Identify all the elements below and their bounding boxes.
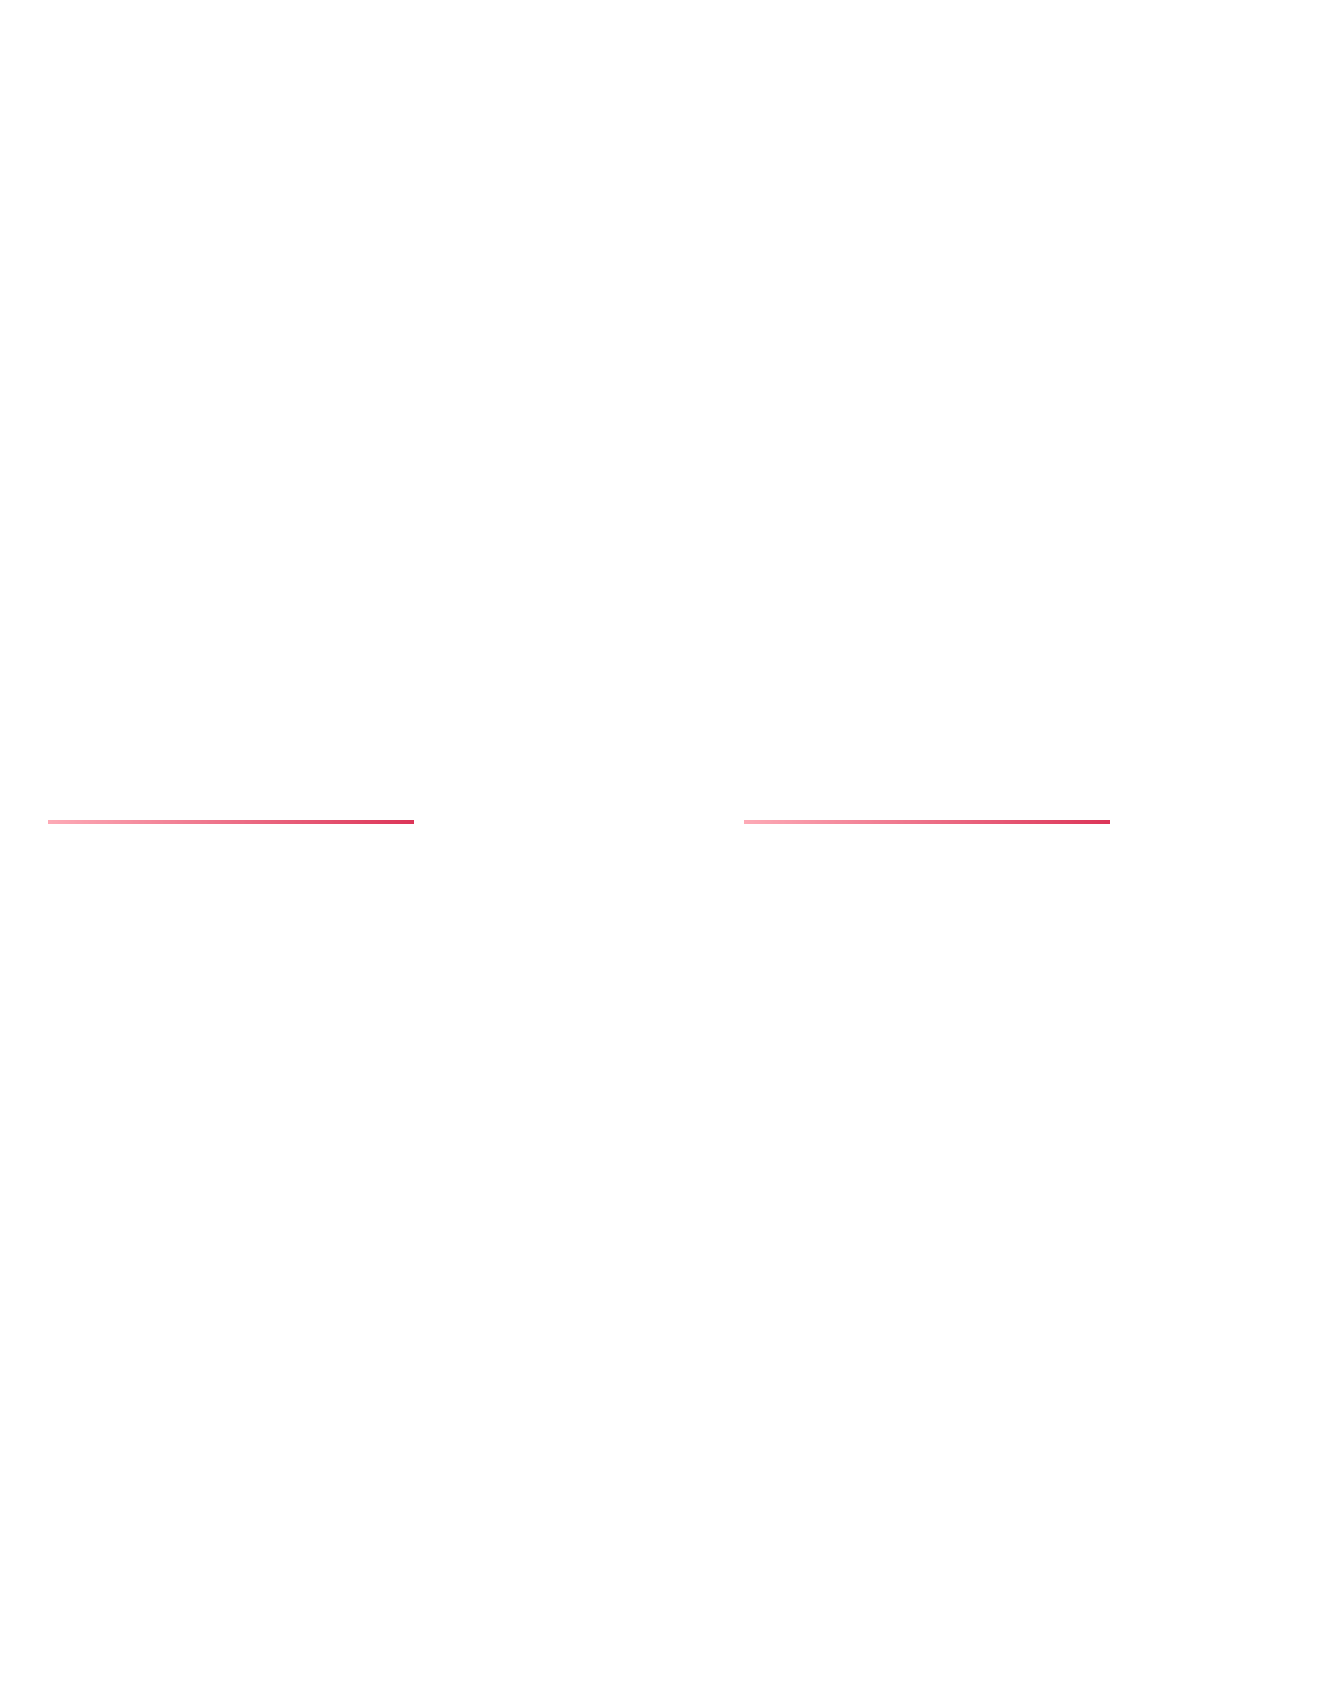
accent-divider-right [744,820,1110,824]
accent-divider-left [48,820,414,824]
